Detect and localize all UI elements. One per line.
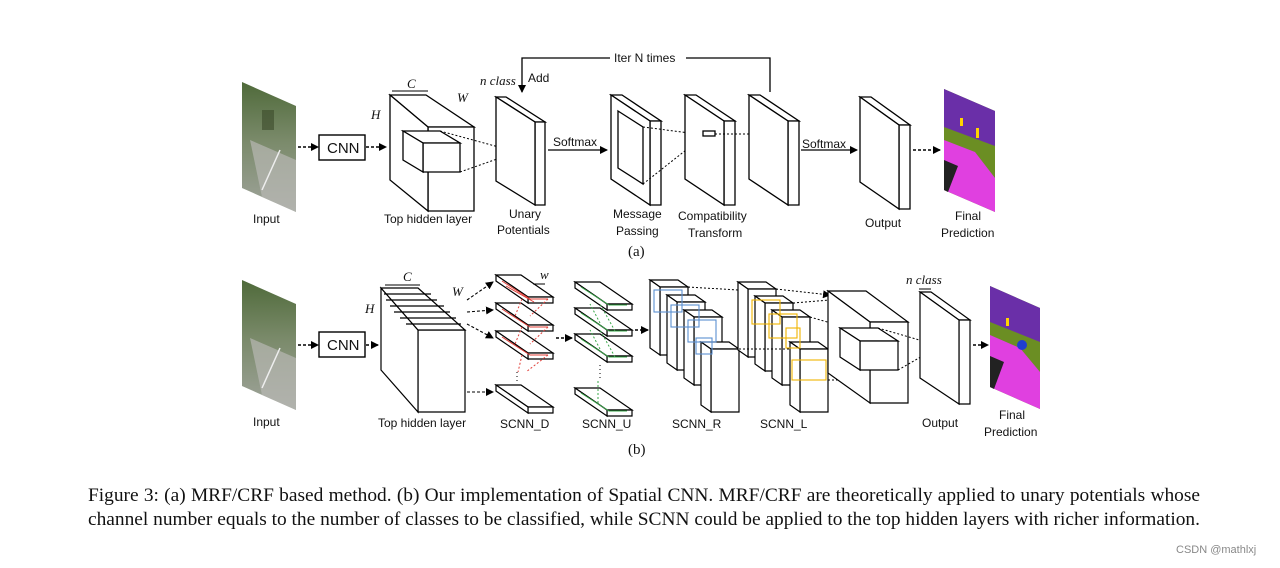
dim-h-b: H (364, 301, 375, 316)
dim-c-b: C (403, 269, 412, 284)
scnn-r-label: SCNN_R (672, 417, 722, 431)
dim-w-small: w (540, 267, 549, 282)
n-class-label-b: n class (906, 272, 942, 287)
panel-a: Input CNN C H W Top hidden layer n class… (242, 51, 995, 260)
scnn-u-green-lines (580, 286, 627, 412)
input-label-b: Input (253, 415, 280, 429)
message-label-2: Passing (616, 224, 659, 238)
final-label-a-1: Final (955, 209, 981, 223)
top-hidden-layer-cube-a (388, 93, 477, 213)
scnn-l-label: SCNN_L (760, 417, 808, 431)
scnn-d-red-lines (501, 280, 549, 373)
top-hidden-layer-cube-b (379, 286, 467, 414)
watermark: CSDN @mathlxj (1176, 544, 1257, 556)
final-prediction-image-a (944, 89, 995, 212)
dim-w-a: W (457, 90, 469, 105)
final-label-b-1: Final (999, 408, 1025, 422)
figure-caption: Figure 3: (a) MRF/CRF based method. (b) … (88, 485, 1200, 530)
dim-h-a: H (370, 107, 381, 122)
scnn-l-stack (736, 280, 830, 414)
output-layer-b (918, 290, 972, 406)
input-label-a: Input (253, 212, 280, 226)
dim-w-b: W (452, 284, 464, 299)
iteration-output-layer (746, 93, 802, 207)
panel-b-sublabel: (b) (628, 442, 646, 458)
unary-potentials-layer (493, 95, 548, 207)
output-label-a: Output (865, 216, 902, 230)
compat-label-1: Compatibility (678, 209, 747, 223)
final-label-b-2: Prediction (984, 425, 1037, 439)
output-layer-a (857, 95, 913, 211)
cnn-box-b (318, 331, 366, 358)
compat-label-2: Transform (688, 226, 742, 240)
cnn-label-a: CNN (327, 140, 360, 157)
add-label: Add (528, 71, 549, 85)
scnn-u-label: SCNN_U (582, 417, 631, 431)
scnn-u-slices (573, 280, 634, 418)
cnn-label-b: CNN (327, 337, 360, 354)
spatial-cnn-diagram: Input CNN C H W Top hidden layer n class… (242, 51, 1040, 458)
cnn-box-a (318, 134, 366, 161)
final-label-a-2: Prediction (941, 226, 994, 240)
output-label-b: Output (922, 416, 959, 430)
input-image-a (242, 82, 296, 212)
iter-label: Iter N times (614, 51, 675, 65)
message-label-1: Message (613, 207, 662, 221)
input-image-b (242, 280, 296, 410)
compatibility-transform-layer (682, 93, 738, 207)
panel-b: Input CNN C H W Top hidden layer (242, 267, 1040, 458)
panel-a-sublabel: (a) (628, 244, 645, 260)
softmax-label-2: Softmax (802, 137, 846, 151)
n-class-label-a: n class (480, 73, 516, 88)
top-hidden-label-a: Top hidden layer (384, 212, 472, 226)
scnn-r-stack (648, 278, 741, 414)
message-passing-layer (608, 93, 664, 207)
scnn-d-label: SCNN_D (500, 417, 550, 431)
unary-label-1: Unary (509, 207, 541, 221)
top-hidden-label-b: Top hidden layer (378, 416, 466, 430)
softmax-label-1: Softmax (553, 135, 597, 149)
scnn-r-blue-lines (653, 289, 717, 355)
dim-c-a: C (407, 76, 416, 91)
aggregated-feature-cube (826, 289, 910, 405)
scnn-l-yellow-lines (751, 299, 827, 381)
final-prediction-image-b (990, 286, 1040, 409)
unary-label-2: Potentials (497, 223, 550, 237)
scnn-d-slices (494, 273, 555, 415)
